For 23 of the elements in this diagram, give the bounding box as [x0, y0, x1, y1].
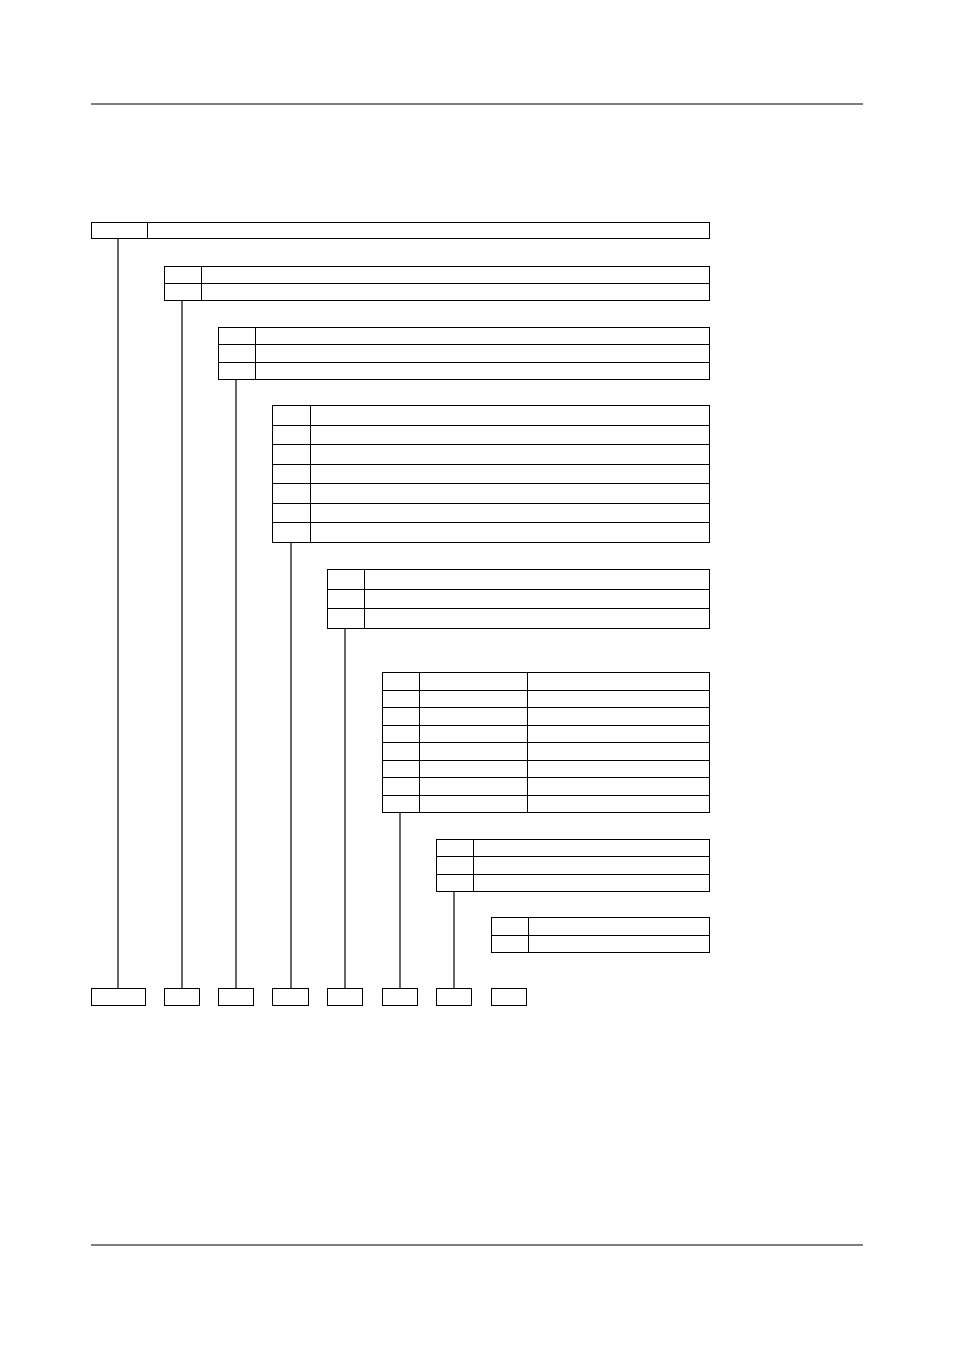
code-table	[436, 839, 710, 892]
connector-line	[181, 300, 183, 989]
code-box	[436, 988, 472, 1006]
code-table	[327, 569, 710, 629]
code-table	[164, 266, 710, 301]
connector-line	[117, 238, 119, 989]
code-table	[382, 672, 710, 813]
code-table	[218, 327, 710, 380]
code-box	[491, 988, 527, 1006]
code-box	[272, 988, 309, 1006]
connector-line	[290, 542, 292, 989]
code-box	[164, 988, 200, 1006]
connector-line	[453, 891, 455, 989]
code-box	[327, 988, 363, 1006]
code-table	[272, 405, 710, 543]
code-box	[382, 988, 418, 1006]
connector-line	[344, 628, 346, 989]
connector-line	[235, 379, 237, 989]
code-box	[91, 988, 146, 1006]
code-table	[491, 917, 710, 953]
code-box	[218, 988, 254, 1006]
code-table	[91, 222, 710, 239]
connector-line	[399, 812, 401, 989]
